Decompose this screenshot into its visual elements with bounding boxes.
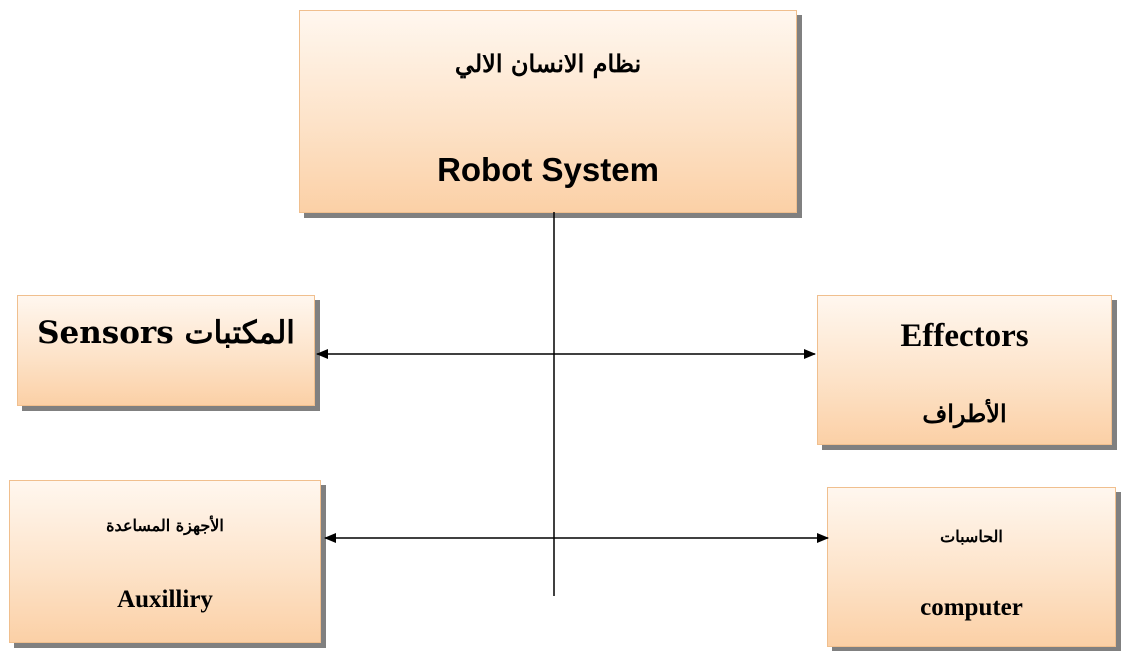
computer-arabic-label: الحاسبات <box>940 527 1003 546</box>
auxiliary-arabic-label: الأجهزة المساعدة <box>106 516 224 535</box>
robot-system-box: نظام الانسان الالي Robot System <box>299 10 797 213</box>
robot-system-arabic-label: نظام الانسان الالي <box>454 49 642 78</box>
effectors-box: Effectors الأطراف <box>817 295 1112 445</box>
effectors-english-label: Effectors <box>900 318 1029 354</box>
sensors-label: المكتبات Sensors <box>37 315 295 351</box>
robot-system-english-label: Robot System <box>437 151 659 188</box>
sensors-box: المكتبات Sensors <box>17 295 315 406</box>
auxiliary-box: الأجهزة المساعدة Auxilliry <box>9 480 321 643</box>
computer-english-label: computer <box>920 594 1023 621</box>
auxiliary-english-label: Auxilliry <box>117 586 213 613</box>
effectors-arabic-label: الأطراف <box>922 399 1007 428</box>
computer-box: الحاسبات computer <box>827 487 1116 647</box>
